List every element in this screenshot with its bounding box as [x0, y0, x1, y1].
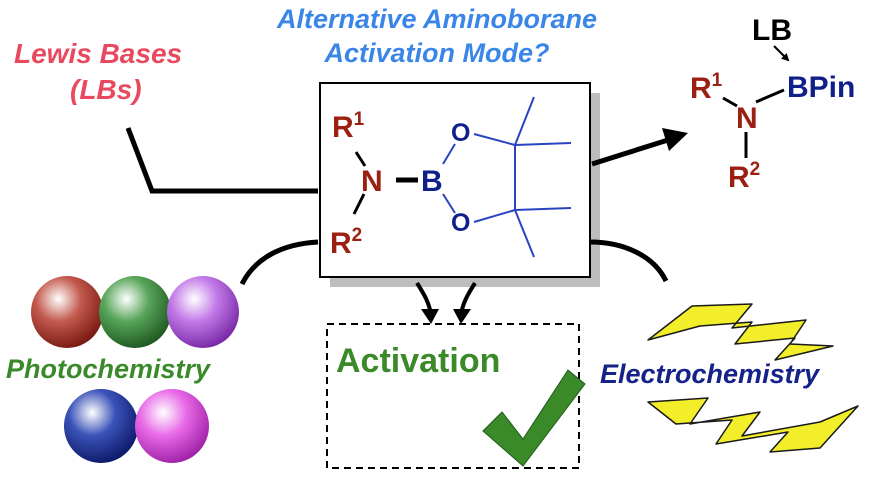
product-arrow-head [662, 128, 688, 151]
purple-sphere-icon [167, 276, 239, 348]
product-r2: R2 [728, 159, 760, 194]
oxygen-bottom: O [451, 209, 470, 237]
r2-label: R2 [330, 225, 362, 260]
down-arrow-right-head [453, 309, 471, 324]
photochemistry-arc [239, 239, 319, 286]
product-r1: R1 [690, 70, 723, 105]
magenta-sphere-icon [135, 389, 209, 463]
boron-atom: B [421, 165, 443, 198]
electrochemistry-label: Electrochemistry [600, 359, 820, 389]
photochemistry-spheres [31, 276, 239, 463]
photochemistry-label: Photochemistry [6, 354, 211, 384]
lightning-bolt-bottom-icon [647, 397, 859, 453]
lewis-bases-abbrev: (LBs) [70, 74, 142, 105]
question-line-1: Alternative Aminoborane [276, 4, 598, 34]
aminoborane-box [319, 82, 591, 278]
bpin-label: BPin [787, 71, 855, 104]
oxygen-top: O [451, 119, 470, 147]
lewis-base-connector [125, 127, 318, 194]
aminoborane-structure: R1 N R2 B O O [330, 96, 572, 260]
r1-n-bond [354, 151, 367, 167]
activation-label: Activation [336, 342, 501, 380]
r2-n-bond [352, 193, 366, 215]
blue-sphere-icon [64, 389, 138, 463]
question-line-2: Activation Mode? [324, 38, 550, 68]
activation-box [326, 323, 580, 469]
down-arrow-left-head [421, 309, 439, 324]
nitrogen-atom: N [361, 165, 383, 198]
red-sphere-icon [31, 276, 103, 348]
lewis-bases-title: Lewis Bases [14, 38, 183, 69]
n-bpin-bond [755, 88, 785, 104]
lewis-base-label: LB [752, 14, 792, 47]
product-arrow-shaft [591, 137, 669, 167]
product-r1-bond [722, 96, 738, 108]
r1-label: R1 [332, 109, 365, 144]
checkmark-icon [482, 369, 586, 467]
green-sphere-icon [99, 276, 171, 348]
product-nitrogen: N [736, 102, 758, 135]
electrochemistry-arc [589, 239, 669, 283]
lightning-bolt-top-icon [647, 303, 834, 361]
dative-bond-arrow [773, 45, 790, 62]
pinacol-ring [442, 96, 572, 258]
lb-borane-adduct: LB BPin N R1 R2 [690, 14, 855, 194]
